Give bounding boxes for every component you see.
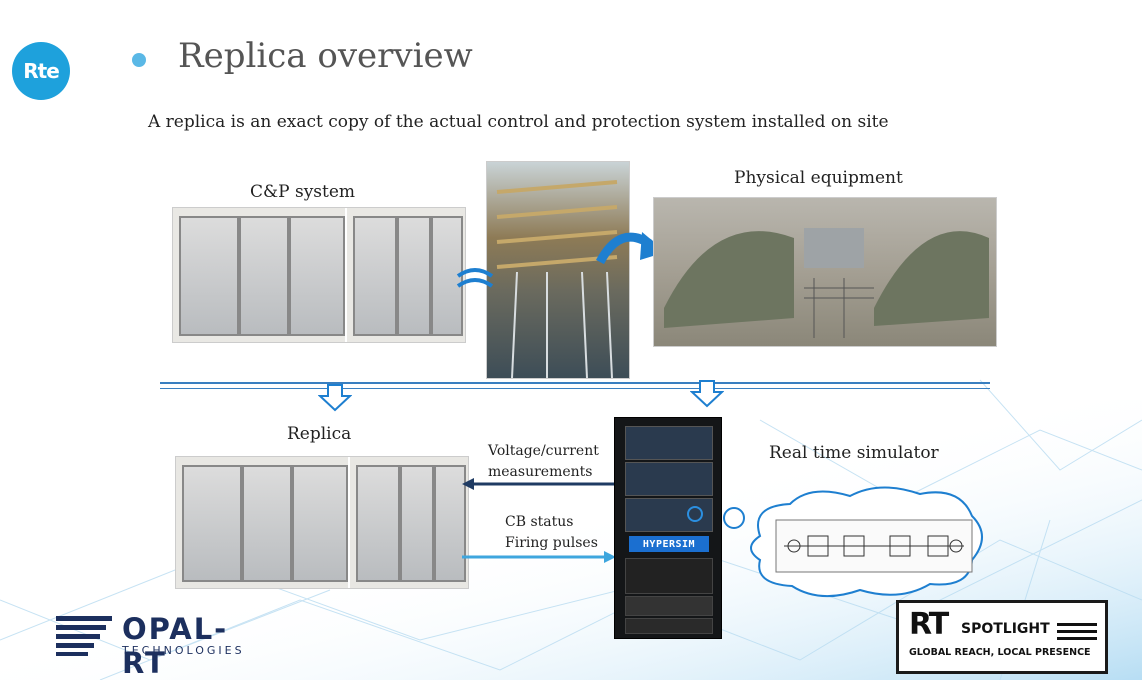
simulator-rack: HYPERSIM bbox=[614, 417, 722, 639]
cp-system-label: C&P system bbox=[250, 182, 356, 202]
firing-pulses-label: Firing pulses bbox=[505, 535, 598, 551]
page-subtitle: A replica is an exact copy of the actual… bbox=[148, 112, 889, 132]
rte-logo: Rte bbox=[12, 42, 70, 100]
measurements-label: measurements bbox=[488, 464, 593, 480]
opal-rt-logo-icon bbox=[56, 616, 112, 656]
cb-status-label: CB status bbox=[505, 514, 574, 530]
replica-photo bbox=[175, 456, 469, 589]
physical-equipment-label: Physical equipment bbox=[734, 168, 903, 188]
cp-system-photo bbox=[172, 207, 466, 343]
opal-rt-subtitle: TECHNOLOGIES bbox=[122, 644, 245, 657]
down-arrow-icon bbox=[318, 384, 352, 412]
hypersim-badge: HYPERSIM bbox=[629, 536, 709, 552]
real-time-simulator-label: Real time simulator bbox=[769, 443, 939, 463]
thought-cloud bbox=[723, 486, 983, 598]
signal-wave-icon bbox=[456, 268, 494, 288]
voltage-current-label: Voltage/current bbox=[488, 443, 599, 459]
rt-spotlight-tagline: GLOBAL REACH, LOCAL PRESENCE bbox=[909, 647, 1091, 658]
page-title: Replica overview bbox=[178, 36, 473, 76]
title-bullet-icon bbox=[132, 53, 146, 67]
rt-logo-text: RT bbox=[909, 607, 949, 642]
rt-spotlight-text: SPOTLIGHT bbox=[961, 621, 1050, 637]
separator-line bbox=[160, 382, 990, 389]
signal-arrows bbox=[462, 478, 616, 563]
down-arrow-icon bbox=[690, 380, 724, 408]
opal-rt-name: OPAL-RT bbox=[122, 612, 229, 680]
physical-equipment-photo bbox=[653, 197, 997, 347]
replica-label: Replica bbox=[287, 424, 352, 444]
rt-spotlight-logo: RT SPOTLIGHT GLOBAL REACH, LOCAL PRESENC… bbox=[896, 600, 1108, 674]
valve-hall-photo bbox=[486, 161, 630, 379]
